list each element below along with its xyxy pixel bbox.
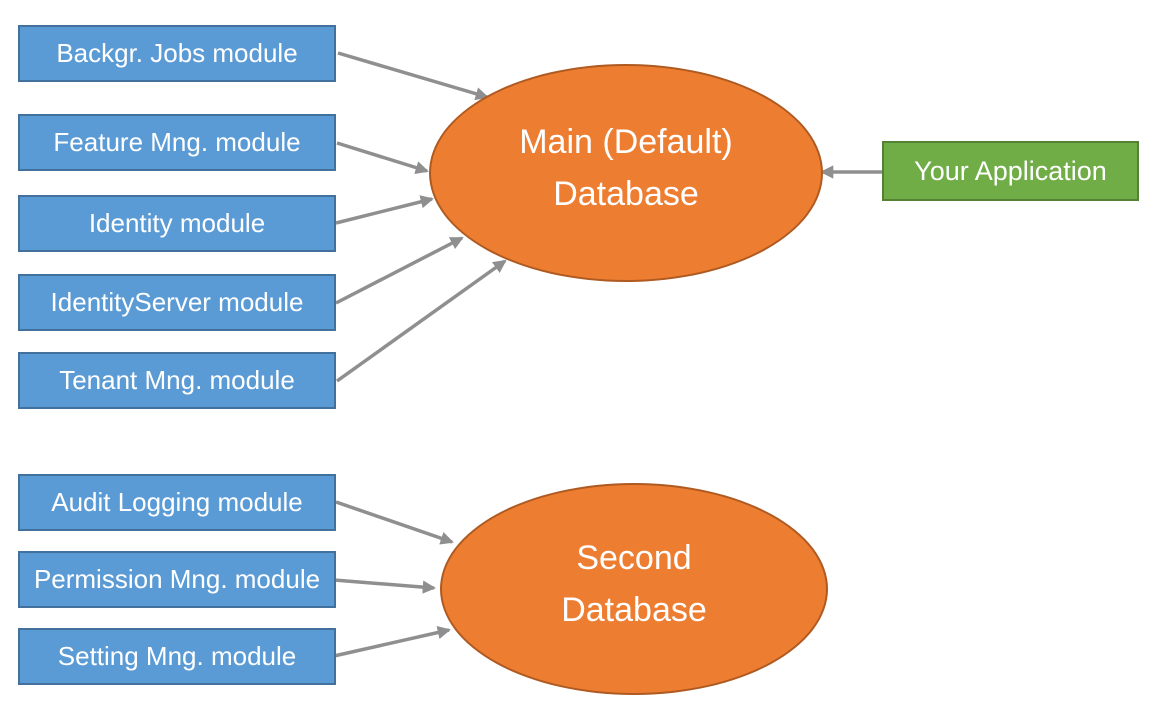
database-ellipse-second: Second Database: [440, 483, 828, 695]
module-label: Tenant Mng. module: [59, 365, 295, 395]
arrow-permission-mng-module-to-second-database: [333, 578, 436, 594]
module-box-setting-mng: Setting Mng. module: [18, 628, 336, 685]
your-application-box: Your Application: [882, 141, 1139, 201]
module-label: Backgr. Jobs module: [56, 38, 298, 68]
module-label: Setting Mng. module: [57, 641, 297, 671]
your-application-label: Your Application: [914, 155, 1107, 186]
module-box-tenant-mng: Tenant Mng. module: [18, 352, 336, 409]
arrow-feature-mng-module-to-main-database: [336, 141, 429, 174]
module-box-permission-mng: Permission Mng. module: [18, 551, 336, 608]
module-box-audit-logging: Audit Logging module: [18, 474, 336, 531]
database-label-line2: Database: [561, 591, 707, 629]
arrow-setting-mng-module-to-second-database: [333, 626, 451, 658]
module-label: Identity module: [88, 208, 266, 238]
module-label: Permission Mng. module: [33, 564, 321, 594]
database-ellipse-main: Main (Default) Database: [429, 64, 823, 282]
module-label: Audit Logging module: [51, 487, 303, 517]
module-box-identity: Identity module: [18, 195, 336, 252]
database-label-line1: Second: [576, 539, 692, 577]
database-label-line2: Database: [553, 175, 699, 213]
arrow-tenant-mng-module-to-main-database: [335, 259, 507, 383]
module-box-identityserver: IdentityServer module: [18, 274, 336, 331]
module-box-backgr-jobs: Backgr. Jobs module: [18, 25, 336, 82]
database-label: Second Database: [561, 532, 707, 636]
module-label: IdentityServer module: [50, 287, 304, 317]
arrow-identityserver-module-to-main-database: [335, 236, 464, 305]
arrow-identity-module-to-main-database: [335, 195, 434, 225]
arrow-audit-logging-module-to-second-database: [335, 500, 454, 545]
database-label-line1: Main (Default): [519, 123, 733, 161]
database-label: Main (Default) Database: [519, 116, 733, 220]
module-box-feature-mng: Feature Mng. module: [18, 114, 336, 171]
arrow-backgr-jobs-module-to-main-database: [337, 51, 489, 101]
module-label: Feature Mng. module: [53, 127, 301, 157]
